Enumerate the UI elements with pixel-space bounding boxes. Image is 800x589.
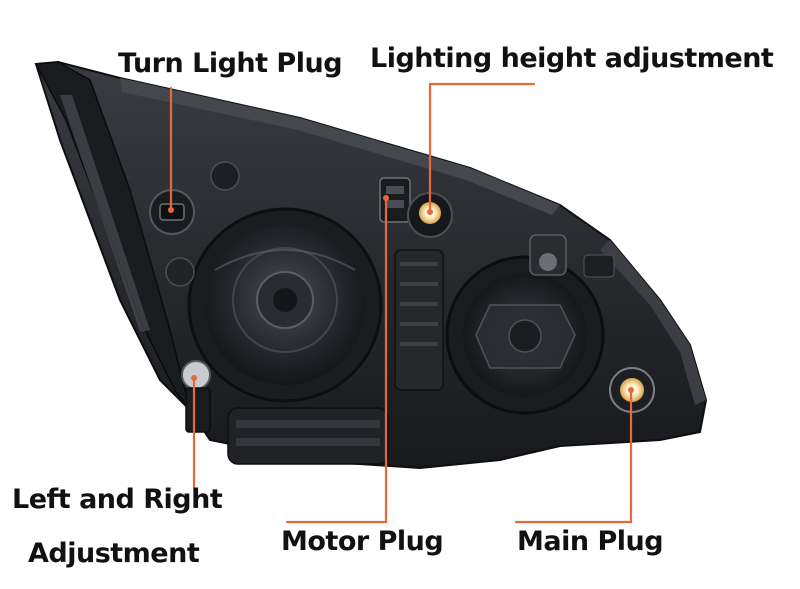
right-bracket	[529, 234, 615, 278]
lr-adjuster	[181, 360, 211, 433]
left-right-adjustment-label-line2: Adjustment	[28, 538, 200, 569]
center-housing-detail	[394, 249, 444, 391]
main-plug-label: Main Plug	[517, 526, 664, 557]
bottom-cap	[227, 407, 389, 465]
leader-motor	[285, 196, 388, 524]
left-right-adjustment-label-line1: Left and Right	[12, 484, 223, 515]
leader-height-adjust	[428, 82, 536, 214]
low-beam-bowl	[187, 207, 383, 403]
high-beam-bowl	[445, 255, 605, 415]
lighting-height-adjustment-label: Lighting height adjustment	[370, 43, 774, 74]
leader-lines	[169, 82, 633, 524]
leader-dots	[168, 195, 634, 393]
motor-plug-label: Motor Plug	[281, 526, 444, 557]
turn-light-plug-label: Turn Light Plug	[118, 48, 343, 79]
leader-main	[514, 388, 633, 524]
